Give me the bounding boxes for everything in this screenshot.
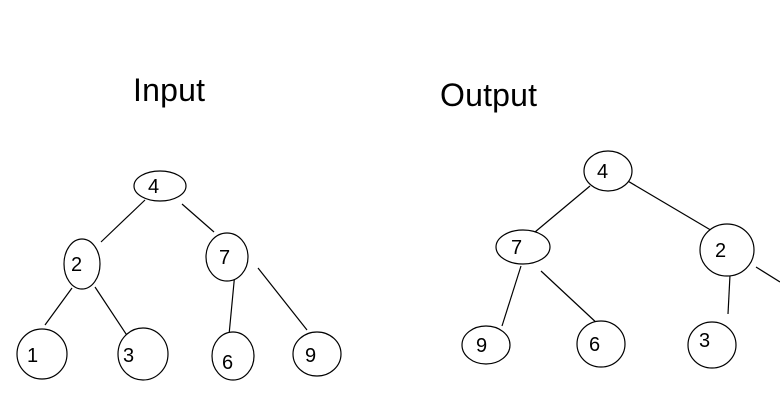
edge-7-9	[257, 267, 308, 331]
input-node-ll: 1	[16, 328, 68, 380]
node-label: 3	[699, 330, 710, 352]
input-title: Input	[133, 72, 206, 108]
input-node-rl: 6	[211, 331, 255, 381]
output-node-lr: 6	[576, 320, 626, 368]
edge-4-2	[100, 199, 146, 243]
edge-7-6	[228, 271, 236, 336]
output-node-rl: 3	[687, 321, 737, 369]
input-node-left: 2	[63, 238, 101, 290]
edge-2-3	[727, 274, 731, 315]
node-label: 4	[148, 176, 159, 198]
edge-7-6	[540, 270, 601, 327]
node-label: 2	[715, 240, 726, 262]
input-tree: 4 2 7 1 3 6 9	[16, 170, 342, 381]
edge-2-right-stub	[755, 266, 780, 283]
input-node-lr: 3	[117, 327, 169, 381]
node-label: 4	[597, 161, 608, 183]
output-node-left: 7	[495, 229, 551, 265]
input-node-root: 4	[133, 170, 187, 202]
node-label: 6	[589, 334, 600, 356]
node-label: 9	[476, 335, 487, 357]
node-label: 7	[511, 237, 522, 259]
node-label: 9	[305, 345, 316, 367]
output-tree: 4 7 2 9 6 3	[461, 150, 780, 369]
input-node-rr: 9	[292, 331, 342, 377]
node-label: 1	[27, 345, 38, 367]
edge-4-2	[620, 176, 715, 233]
edge-7-9	[501, 265, 522, 327]
output-node-right: 2	[699, 223, 755, 277]
node-label: 7	[219, 247, 230, 269]
edge-2-3	[94, 286, 131, 341]
edge-2-1	[44, 287, 73, 326]
edge-4-7	[534, 185, 591, 233]
node-label: 2	[71, 254, 82, 276]
output-node-ll: 9	[461, 325, 511, 365]
node-label: 3	[123, 345, 134, 367]
input-node-right: 7	[205, 232, 249, 282]
output-node-root: 4	[583, 150, 633, 192]
node-label: 6	[222, 352, 233, 374]
edge-4-7	[181, 203, 215, 233]
output-title: Output	[440, 77, 538, 113]
